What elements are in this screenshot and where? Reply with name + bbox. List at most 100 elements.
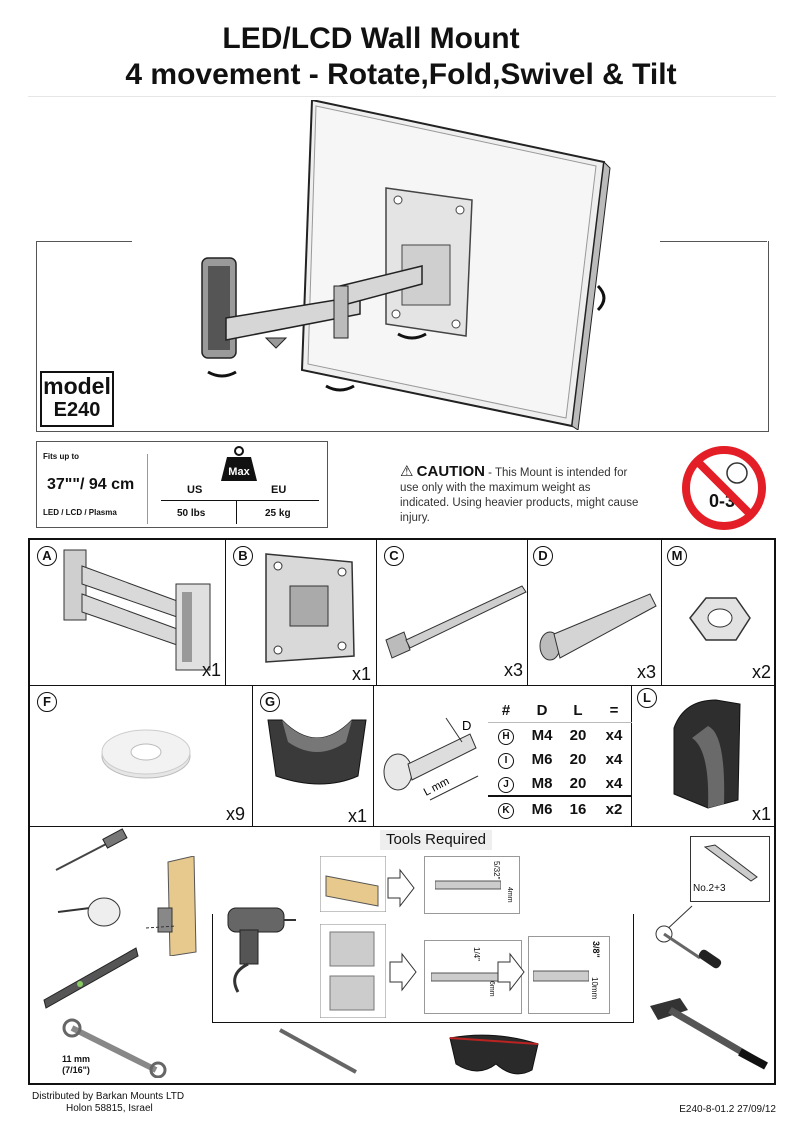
hero-frame: [36, 241, 769, 432]
wood-bit-mm: 4mm: [506, 887, 513, 903]
screw-dimension-illustration: D L mm: [383, 717, 479, 801]
arm-assembly-illustration: [63, 549, 211, 671]
masonry-bit-small-panel: 1/4" 6mm: [424, 940, 522, 1014]
grid-divider: [225, 540, 226, 685]
drilling-guide-frame: [212, 914, 634, 1023]
awl-icon: [55, 828, 128, 871]
part-label-d: D: [533, 546, 553, 566]
spec-rule: [236, 500, 237, 524]
part-label-b: B: [233, 546, 253, 566]
age-warning-icon: 0-3: [682, 446, 766, 530]
washer-illustration: [101, 729, 191, 779]
caution-text: - This Mount is intended for use only wi…: [400, 467, 639, 524]
arrow-right-icon: [497, 952, 525, 992]
model-badge: model E240: [40, 371, 114, 427]
table-row: I M6 20 x4: [488, 747, 632, 771]
part-label-g: G: [260, 692, 280, 712]
wrench-icon: [62, 1018, 167, 1078]
screwdriver-tip-icon: [703, 844, 758, 882]
document-code: E240-8-01.2 27/09/12: [679, 1104, 776, 1115]
safety-glasses-icon: [449, 1034, 539, 1075]
grid-divider: [30, 826, 774, 827]
part-label-c: C: [384, 546, 404, 566]
wrench-size-in: (7/16"): [62, 1065, 90, 1075]
tools-required-title: Tools Required: [380, 830, 492, 850]
wrench-size-mm: 11 mm: [62, 1054, 91, 1064]
part-qty-g: x1: [348, 806, 368, 826]
model-code: E240: [53, 399, 101, 421]
screw-qty: x2: [596, 795, 632, 821]
screw-table: # D L = H M4 20 x4 I M6 20 x4 J M8 20 x4…: [488, 698, 632, 821]
screw-id: J: [498, 776, 514, 793]
screw-l: 20: [569, 774, 587, 792]
tv-mount-illustration: [201, 100, 611, 430]
grid-divider: [373, 685, 374, 826]
drill-icon: [227, 907, 296, 993]
part-qty-l: x1: [752, 804, 772, 824]
part-qty-c: x3: [504, 660, 524, 680]
wall-stud-icon: [146, 856, 197, 956]
dim-d-label: D: [462, 718, 471, 733]
wrench-size: 11 mm (7/16"): [62, 1054, 90, 1076]
grid-divider: [631, 685, 632, 826]
screw-qty: x4: [605, 774, 623, 792]
screw-l: 20: [569, 750, 587, 768]
masonry-bit-large-panel: 3/8" 10mm: [528, 936, 610, 1014]
part-qty-b: x1: [352, 664, 372, 684]
screwdriver-size: No.2+3: [693, 883, 726, 894]
screen-types: LED / LCD / Plasma: [43, 508, 117, 517]
lag-bolt-illustration: [385, 585, 527, 659]
distributor-name: Distributed by Barkan Mounts LTD: [32, 1091, 185, 1102]
end-cap-illustration: [673, 699, 741, 809]
table-row: K M6 16 x2: [488, 795, 632, 821]
spec-rule: [161, 500, 319, 501]
screw-d: M8: [531, 774, 553, 792]
vesa-plate-illustration: [265, 553, 355, 663]
col-header: L: [560, 698, 596, 723]
brick-icon: [320, 924, 386, 1018]
hero-frame-line: [36, 241, 132, 242]
dim-l-label: L mm: [422, 775, 452, 798]
masonry-bit-large-mm: 10mm: [590, 977, 599, 1000]
part-qty-a: x1: [202, 660, 222, 680]
unit-us: US: [187, 484, 203, 496]
arrow-right-icon: [389, 952, 417, 992]
grid-divider: [527, 540, 528, 685]
arrow-right-icon: [387, 868, 415, 908]
grid-divider: [661, 540, 662, 685]
tape-measure-icon: [57, 897, 121, 927]
wood-bit-size: 5/32": [492, 861, 501, 880]
screw-qty: x4: [605, 726, 623, 744]
part-label-a: A: [37, 546, 57, 566]
level-icon: [43, 947, 139, 1009]
grid-divider: [252, 685, 253, 826]
col-header: =: [596, 698, 632, 723]
part-qty-f: x9: [226, 804, 246, 824]
col-header: #: [488, 698, 524, 723]
title-line-2: 4 movement - Rotate,Fold,Swivel & Tilt: [125, 58, 677, 91]
nut-illustration: [689, 597, 751, 641]
hammer-icon: [650, 998, 768, 1070]
part-qty-d: x3: [637, 662, 657, 682]
weight-icon: Max: [221, 446, 257, 481]
masonry-bit-small-mm: 6mm: [488, 981, 495, 997]
wood-block-icon: [320, 856, 386, 912]
screen-size: 37""/ 94 cm: [47, 476, 135, 493]
screw-d: M6: [524, 795, 560, 821]
screw-id: K: [498, 802, 514, 819]
spec-box: Fits up to 37""/ 94 cm LED / LCD / Plasm…: [36, 441, 328, 528]
screwdriver-icon: [655, 905, 722, 969]
header-divider: [28, 96, 776, 97]
screw-id: H: [498, 728, 514, 745]
screw-l: 20: [569, 726, 587, 744]
pencil-icon: [279, 1028, 357, 1074]
part-label-l: L: [637, 688, 657, 708]
screw-table-header: # D L =: [488, 698, 632, 723]
masonry-bit-small-size: 1/4": [472, 947, 481, 961]
part-label-f: F: [37, 692, 57, 712]
caution-notice: ⚠ CAUTION - This Mount is intended for u…: [400, 464, 640, 526]
max-label: Max: [228, 466, 250, 478]
drill-bit-icon: [435, 880, 501, 890]
spec-divider: [147, 454, 148, 524]
warning-triangle-icon: ⚠: [400, 463, 414, 480]
